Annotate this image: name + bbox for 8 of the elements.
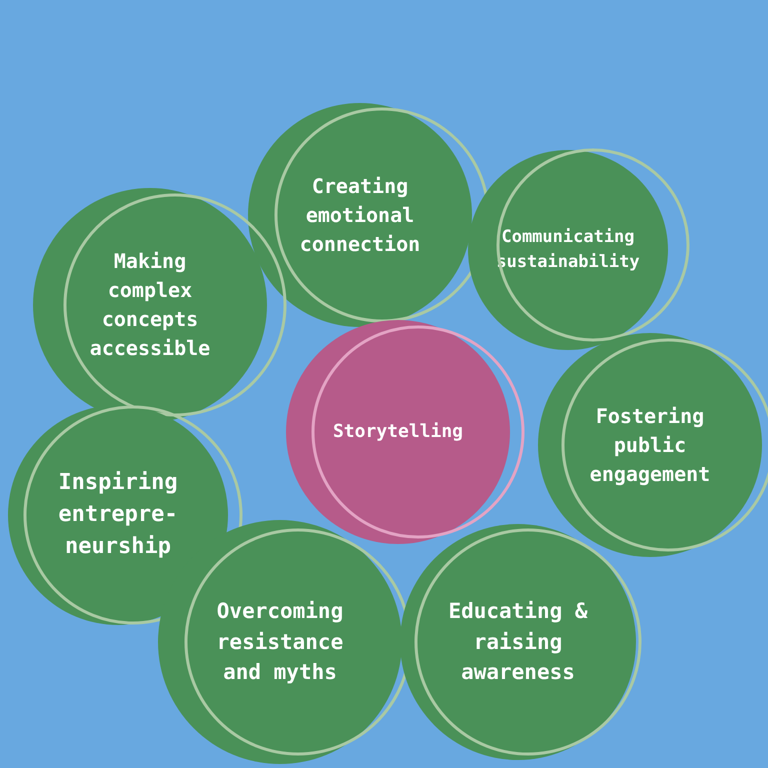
circle-label: Making complex concepts accessible [88,248,212,362]
circle-label: Inspiring entrepre-neurship [57,469,179,561]
circle-label: Overcoming resistance and myths [216,598,344,686]
circle-label: Creating emotional connection [298,172,422,258]
circle-label: Communicating sustainability [495,226,641,274]
circle-label: Educating & raising awareness [447,598,589,686]
circle-label: Storytelling [332,420,464,444]
circle-label: Fostering public engagement [588,402,712,488]
